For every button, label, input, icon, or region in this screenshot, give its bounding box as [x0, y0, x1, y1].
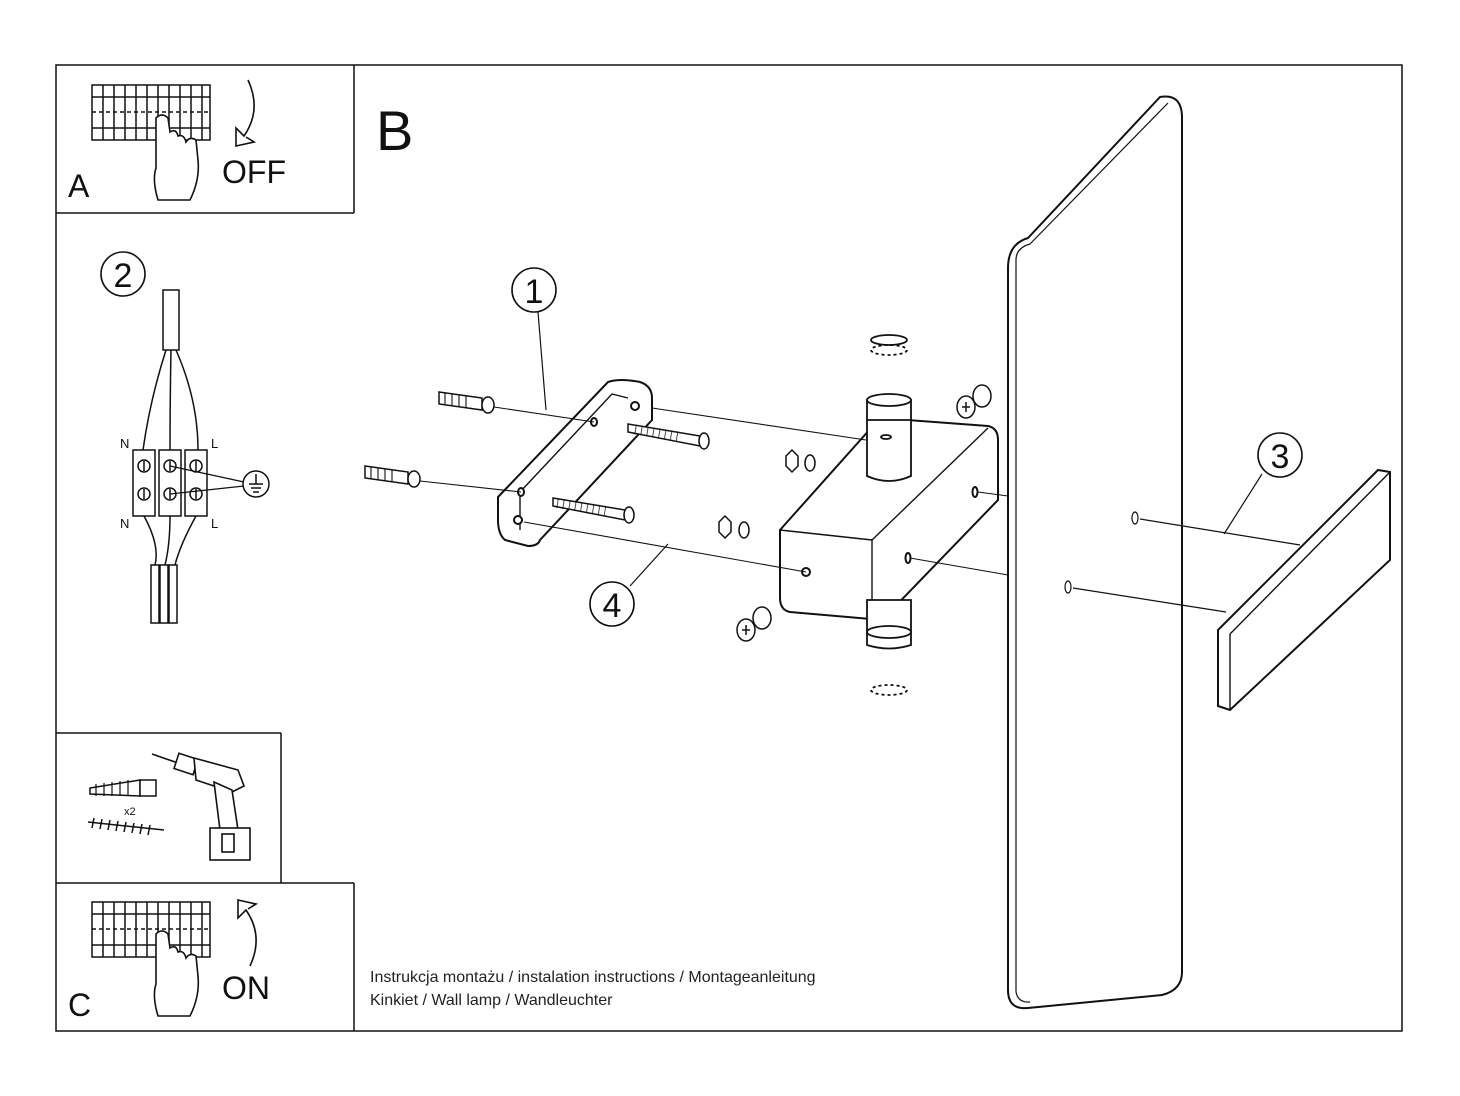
- ground-symbol-icon: [242, 470, 270, 498]
- caption-line-2: Kinkiet / Wall lamp / Wandleuchter: [370, 992, 613, 1009]
- neutral-label-top: N: [120, 436, 129, 451]
- mounting-bracket: [497, 379, 653, 548]
- nut-washer-lower: [718, 514, 750, 540]
- arrow-down-icon: [235, 79, 257, 147]
- caption-line-1: Instrukcja montażu / instalation instruc…: [370, 969, 816, 986]
- cable: [142, 289, 199, 451]
- panel-a: A OFF: [68, 79, 286, 204]
- cover-plate: [1217, 468, 1391, 712]
- step-2-number: 2: [114, 257, 133, 295]
- step-2-badge: [100, 251, 146, 297]
- wall-plug-lower: [364, 465, 421, 488]
- panel-c: C ON: [68, 899, 270, 1023]
- panel-c-letter: C: [68, 987, 91, 1023]
- breaker-panel-icon: [91, 901, 211, 958]
- neutral-label-bottom: N: [120, 516, 129, 531]
- plug-multiplier: x2: [124, 806, 136, 818]
- screw-icon: [87, 817, 165, 836]
- wiring-diagram: 2 N L N L: [100, 251, 270, 624]
- wall-plug-icon: [89, 779, 157, 797]
- nut-washer-upper: [785, 448, 816, 474]
- breaker-panel-icon: [91, 84, 211, 141]
- live-label-top: L: [211, 436, 218, 451]
- panel-b-letter: B: [376, 99, 413, 162]
- cover-plate-guides: [1064, 511, 1301, 613]
- screw-upper: [627, 423, 710, 450]
- panel-a-letter: A: [68, 168, 90, 204]
- callout-3-number: 3: [1271, 438, 1290, 476]
- terminal-block: [132, 449, 208, 517]
- ground-leads: [169, 465, 245, 495]
- tools-panel: x2: [87, 752, 251, 861]
- side-screw-top: [956, 384, 992, 419]
- frame: [55, 64, 1403, 1032]
- screw-lower: [552, 497, 635, 524]
- arrow-up-icon: [237, 899, 259, 967]
- wall-plate: [1007, 95, 1183, 1010]
- supply-wires: [143, 515, 197, 624]
- side-screw-bottom: [736, 606, 772, 642]
- hand-icon: [153, 114, 200, 201]
- live-label-bottom: L: [211, 516, 218, 531]
- lamp-body: [779, 416, 999, 622]
- light-socket-top: [866, 334, 912, 482]
- panel-b: B: [364, 95, 1391, 1010]
- light-socket-bottom: [866, 599, 912, 696]
- callout-1-number: 1: [525, 273, 544, 311]
- panel-a-action: OFF: [222, 154, 286, 190]
- hand-icon: [153, 930, 200, 1017]
- wall-plug-upper: [438, 391, 495, 414]
- callout-4-number: 4: [603, 587, 622, 625]
- callout-1: 1: [511, 267, 557, 411]
- callout-4: 4: [589, 543, 669, 627]
- panel-c-action: ON: [222, 970, 270, 1006]
- drill-icon: [151, 752, 251, 861]
- callout-3: 3: [1223, 432, 1303, 535]
